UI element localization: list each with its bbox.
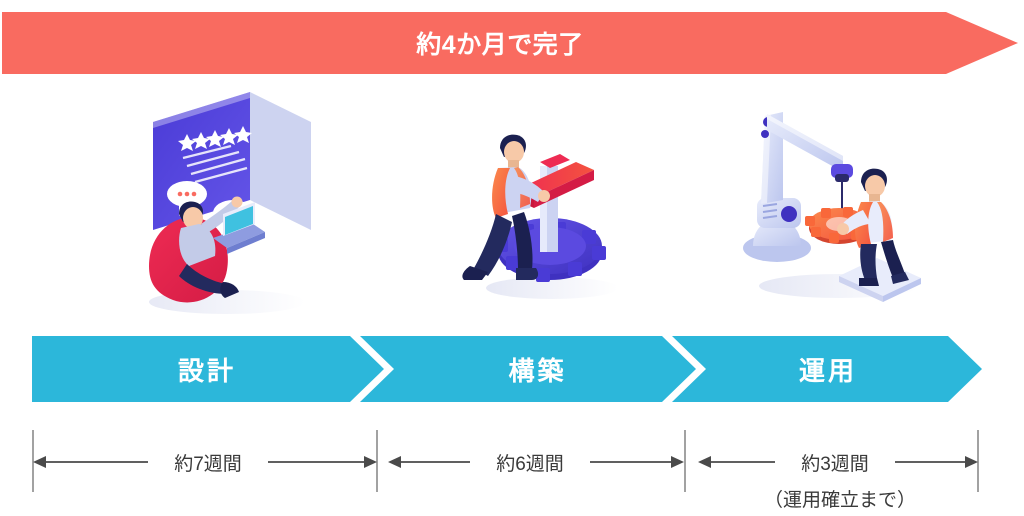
process-chevron-band bbox=[32, 336, 982, 402]
duration-label-operate: 約3週間 bbox=[775, 447, 895, 477]
illustration-operate bbox=[735, 100, 935, 312]
illustration-build bbox=[448, 112, 628, 308]
duration-sublabel-operate: （運用確立まで） bbox=[763, 489, 916, 511]
laptop-base bbox=[213, 224, 265, 248]
chevron-shape-operate bbox=[672, 336, 982, 402]
phase-label-build[interactable]: 構築 bbox=[508, 355, 567, 386]
duration-label-build: 約6週間 bbox=[470, 447, 590, 477]
star-rating bbox=[178, 126, 252, 151]
screen-text-lines bbox=[182, 144, 248, 184]
banner-title: 約4か月で完了 bbox=[416, 31, 584, 59]
banner-arrow-polygon bbox=[2, 12, 1018, 74]
floor-shadow bbox=[486, 277, 618, 299]
illustration-design bbox=[135, 88, 345, 316]
chevron-shape-design bbox=[32, 336, 384, 402]
robot-crane-arm bbox=[743, 112, 853, 262]
chevron-shape-build bbox=[360, 336, 696, 402]
boundary-ticks bbox=[32, 430, 979, 492]
worker-person bbox=[462, 134, 550, 280]
review-screen bbox=[153, 92, 311, 235]
banner-arrow-shape bbox=[2, 12, 1018, 74]
person-with-laptop bbox=[179, 196, 265, 298]
duration-arrow-heads bbox=[33, 456, 978, 468]
operator-person bbox=[837, 168, 909, 286]
platform bbox=[839, 258, 921, 302]
phase-label-operate[interactable]: 運用 bbox=[798, 355, 857, 386]
phase-label-design[interactable]: 設計 bbox=[177, 355, 236, 386]
duration-label-design: 約7週間 bbox=[148, 447, 268, 477]
